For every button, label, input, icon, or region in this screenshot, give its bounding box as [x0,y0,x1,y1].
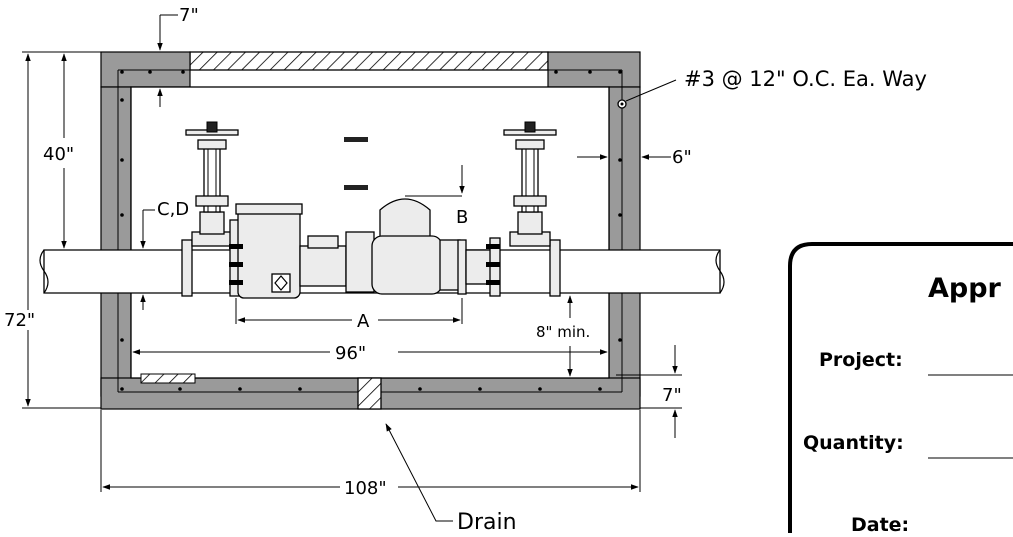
outer-width-label: 108" [344,478,387,499]
dimension-lines [22,14,682,522]
side-clearance-label: 6" [672,147,692,168]
approval-title: Appr [928,273,1002,304]
vault-walls [100,51,641,410]
clearance-b-label: B [456,207,468,228]
backflow-assembly [229,198,501,299]
depth-to-pipe-label: 40" [43,144,74,165]
approval-box: Appr Project: Quantity: Date: [788,242,1013,537]
floor-thickness-label: 7" [662,385,682,406]
drain-label: Drain [457,510,517,533]
project-label: Project: [819,349,903,371]
assembly-length-label: A [357,311,370,332]
vault-lid [189,51,549,71]
wall-thickness-top-label: 7" [179,5,199,26]
support-bar-lower [344,185,368,190]
right-wall [608,86,641,397]
date-label: Date: [851,514,909,533]
support-block [140,373,196,384]
left-gate-valve [181,121,239,297]
min-clearance-label: 8" min. [536,323,590,341]
support-bar-upper [344,137,368,142]
left-wall [100,86,132,397]
quantity-label: Quantity: [803,432,904,454]
drain-opening [357,377,382,410]
rebar-dots [120,70,622,391]
outer-height-label: 72" [4,310,35,331]
inner-width-label: 96" [335,343,366,364]
right-gate-valve [503,121,561,297]
clearance-cd-label: C,D [157,199,189,220]
rebar-note: #3 @ 12" O.C. Ea. Way [684,67,927,91]
